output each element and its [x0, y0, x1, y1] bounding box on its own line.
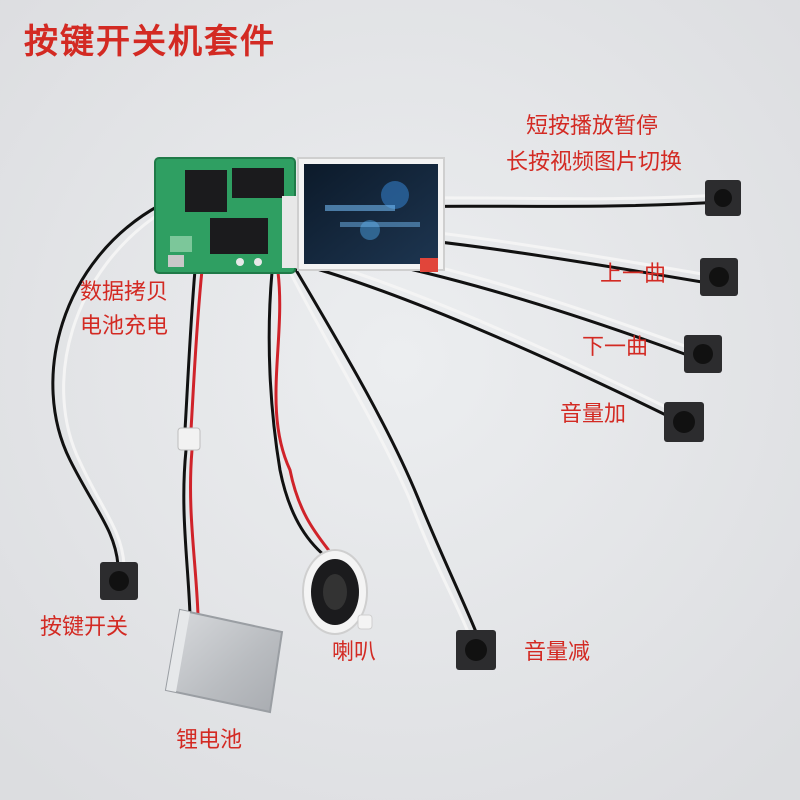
- voldown-wire-black: [294, 268, 478, 634]
- label-power-switch: 按键开关: [40, 615, 129, 640]
- pcb-board: [154, 157, 298, 274]
- lithium-battery: [164, 608, 284, 714]
- tact-switches: [100, 180, 741, 670]
- component-a: [170, 236, 192, 252]
- label-play-pause: 短按播放暂停: [526, 114, 659, 139]
- button-power: [100, 562, 138, 600]
- power-wire-white: [62, 208, 167, 567]
- flex-tab: [420, 258, 438, 272]
- label-data-copy: 数据拷贝: [80, 280, 169, 305]
- battery-wire-black-2: [182, 448, 192, 617]
- volup-wire-black: [298, 262, 674, 420]
- battery-wire-red: [189, 268, 204, 432]
- label-speaker: 喇叭: [332, 640, 377, 665]
- button-prev: [700, 258, 738, 296]
- battery-wire-black: [183, 268, 197, 432]
- label-prev-track: 上一曲: [600, 262, 667, 287]
- button-play-pause: [705, 180, 741, 216]
- lcd-screen: [297, 157, 445, 272]
- battery-connector: [177, 427, 201, 451]
- wire-connectors: [282, 196, 298, 268]
- button-next: [684, 335, 722, 373]
- product-title: 按键开关机套件: [24, 22, 276, 62]
- button-volume-down: [456, 630, 496, 670]
- button-volume-up: [664, 402, 704, 442]
- label-battery: 锂电池: [176, 728, 243, 753]
- speaker-wire-black: [267, 270, 332, 562]
- label-volume-up: 音量加: [560, 402, 627, 427]
- label-volume-down: 音量减: [524, 640, 591, 665]
- label-charging: 电池充电: [80, 314, 169, 339]
- label-long-press: 长按视频图片切换: [506, 150, 683, 175]
- battery-wire-red-2: [189, 448, 200, 617]
- speaker: [302, 549, 373, 635]
- speaker-wire-red: [274, 270, 338, 562]
- usb-port: [168, 255, 184, 267]
- chip-2: [232, 168, 284, 198]
- label-next-track: 下一曲: [582, 335, 649, 360]
- power-wire-black: [51, 203, 162, 567]
- chip-1: [185, 170, 227, 212]
- voldown-wire-white: [288, 270, 470, 634]
- chip-3: [210, 218, 268, 254]
